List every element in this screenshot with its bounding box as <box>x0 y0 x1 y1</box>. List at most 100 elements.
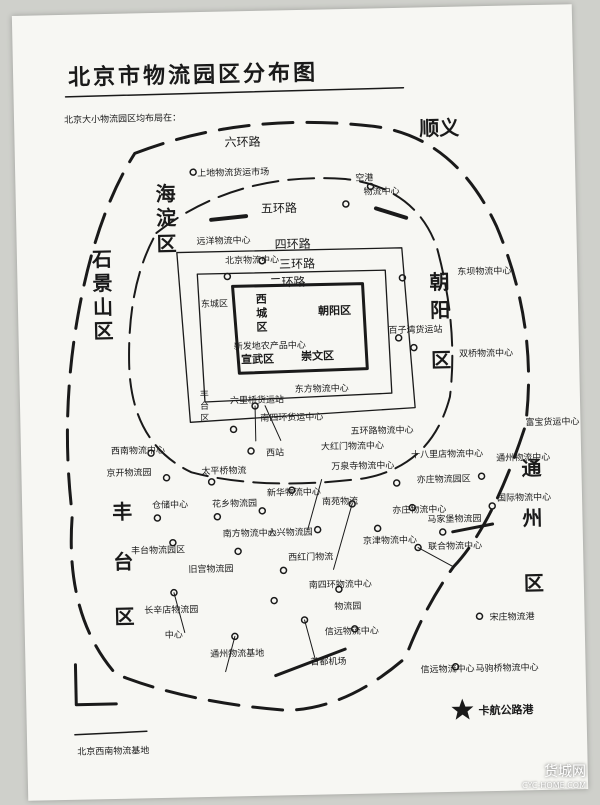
place-label: 物流中心 <box>363 185 399 198</box>
district-haidian-3: 区 <box>156 232 176 256</box>
district-fengtai-2: 台 <box>113 550 133 574</box>
watermark: 货城网 CYC-HOME.COM <box>522 761 586 790</box>
place-label: 南苑物流 <box>322 495 358 508</box>
ring-road-2 <box>231 282 369 375</box>
place-label: 上地物流货运市场 <box>197 166 269 180</box>
place-label: 南四环货运中心 <box>260 411 323 424</box>
district-shunyi: 顺义 <box>419 116 459 141</box>
place-label: 万泉寺物流中心 <box>331 459 394 472</box>
place-label: 仓储中心 <box>152 498 188 511</box>
ring-road-6 <box>65 120 530 712</box>
district-tongzhou-1: 通 <box>521 456 541 480</box>
place-label: 东坝物流中心 <box>457 265 511 278</box>
place-label: 京开物流园 <box>106 466 151 479</box>
place-label: 西站 <box>266 446 284 458</box>
ring4-label: 四环路 <box>275 236 311 252</box>
district-dongcheng: 东城区 <box>201 297 228 310</box>
place-label: 旧宫物流园 <box>188 562 233 575</box>
place-label: 东方物流中心 <box>295 382 349 395</box>
district-haidian-2: 淀 <box>156 206 177 230</box>
place-label-highway-port: 卡航公路港 <box>478 702 534 717</box>
place-label: 亦庄物流园区 <box>417 472 471 485</box>
district-chaoyang-3: 区 <box>431 348 451 372</box>
place-label: 大红门物流中心 <box>321 439 384 452</box>
district-xicheng-1: 西 <box>256 293 267 306</box>
ring-road-4 <box>176 247 416 423</box>
district-fengtai-inner-1: 丰 <box>200 388 209 400</box>
place-label: 南方物流中心 <box>223 527 277 540</box>
place-label: 六里桥货运站 <box>230 393 284 406</box>
place-label: 长辛店物流园 <box>144 603 198 616</box>
ring5-label: 五环路 <box>261 200 297 216</box>
place-label: 通州物流基地 <box>210 647 264 660</box>
ring-road-3 <box>196 269 393 403</box>
place-label: 大兴物流园 <box>268 526 313 539</box>
place-label-bottom: 北京西南物流基地 <box>77 744 149 758</box>
place-label: 京津物流中心 <box>363 534 417 547</box>
place-label: 亦庄物流中心 <box>392 503 446 516</box>
road-stroke <box>451 522 495 534</box>
map-subtitle: 北京大小物流园区均布局在： <box>64 111 181 125</box>
ring-road-5 <box>128 177 454 485</box>
place-label: 花乡物流园 <box>212 497 257 510</box>
place-label: 北京物流中心 <box>225 253 279 266</box>
road-stroke <box>274 647 347 678</box>
place-label: 信远物流中心 <box>325 624 379 637</box>
district-chaoyang-1: 朝 <box>429 270 449 294</box>
watermark-site: CYC-HOME.COM <box>522 781 586 790</box>
district-shijingshan-3: 山 <box>93 295 113 319</box>
district-shijingshan-1: 石 <box>91 247 112 271</box>
place-label: 宋庄物流港 <box>489 610 534 623</box>
place-label: 物流园 <box>334 600 361 613</box>
district-fengtai-inner-2: 台 <box>200 400 209 412</box>
place-label: 联合物流中心 <box>428 539 482 552</box>
place-label: 新华物流中心 <box>267 486 321 499</box>
district-tongzhou-2: 州 <box>522 506 542 530</box>
map-title: 北京市物流园区分布图 <box>68 60 319 91</box>
place-label: 中心 <box>165 629 183 641</box>
underline <box>74 730 148 736</box>
road-stroke <box>209 214 249 222</box>
title-underline <box>64 87 405 98</box>
place-label: 信远物流中心 <box>420 662 474 675</box>
district-haidian-1: 海 <box>155 182 175 206</box>
place-label: 太平桥物流 <box>201 464 246 477</box>
place-label: 丰台物流园区 <box>131 543 185 556</box>
district-chaoyang-inner: 朝阳区 <box>318 303 351 318</box>
place-label: 新发地农产品中心 <box>234 339 306 353</box>
district-xuanwu: 宣武区 <box>241 352 274 367</box>
place-label: 五环路物流中心 <box>350 424 413 437</box>
district-chongwen: 崇文区 <box>301 348 334 363</box>
place-label: 空港 <box>355 171 373 183</box>
place-label: 马家堡物流园 <box>427 512 481 525</box>
place-label: 百子湾货运站 <box>388 323 442 336</box>
place-label: 远洋物流中心 <box>196 234 250 247</box>
district-shijingshan-4: 区 <box>93 319 113 343</box>
place-label: 双桥物流中心 <box>459 347 513 360</box>
district-xicheng-2: 城 <box>256 306 267 320</box>
logistics-map: 北京市物流园区分布图 北京大小物流园区均布局在： 六环路 五环路 四环路 三环路… <box>64 60 580 758</box>
district-chaoyang-2: 阳 <box>430 298 450 322</box>
ring3-label: 三环路 <box>279 256 315 272</box>
place-label: 首都机场 <box>310 655 346 668</box>
place-label: 西红门物流 <box>288 550 333 563</box>
district-xicheng-3: 区 <box>256 321 267 334</box>
ring2-label: 二环路 <box>269 274 305 290</box>
ring6-label: 六环路 <box>224 134 260 150</box>
place-label: 十八里店物流中心 <box>411 447 483 461</box>
place-label: 马驹桥物流中心 <box>475 661 538 674</box>
star-icon <box>451 698 474 720</box>
place-markers <box>147 168 496 671</box>
place-label: 南四环物流中心 <box>309 578 372 591</box>
district-fengtai-3: 区 <box>114 605 134 629</box>
watermark-text: 货城网 <box>544 764 586 780</box>
place-label: 富宝货运中心 <box>525 415 579 428</box>
district-fengtai-inner-3: 区 <box>200 413 209 424</box>
place-label: 国际物流中心 <box>497 491 551 504</box>
district-tongzhou-3: 区 <box>524 571 544 595</box>
place-label: 通州物流中心 <box>496 451 550 464</box>
leader-lines <box>173 405 454 673</box>
district-fengtai-1: 丰 <box>112 500 132 524</box>
district-shijingshan-2: 景 <box>92 271 112 295</box>
road-stroke <box>373 206 409 220</box>
